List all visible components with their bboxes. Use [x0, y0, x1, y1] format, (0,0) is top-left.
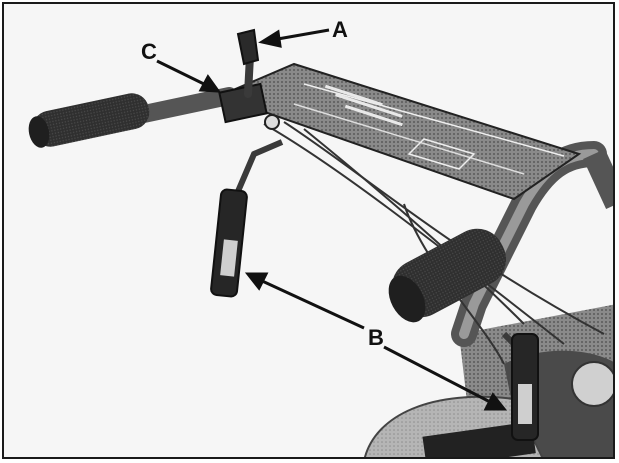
callout-label-c: C: [141, 39, 157, 64]
left-control-handle: [210, 139, 284, 298]
right-handle-grip: [388, 228, 507, 323]
control-panel: [216, 62, 582, 201]
figure-frame: A B C: [2, 2, 615, 459]
callout-arrows: [156, 28, 508, 411]
callout-label-a: A: [332, 17, 348, 42]
callout-label-b: B: [368, 325, 384, 350]
snowblower-handle-illustration: [28, 28, 613, 457]
auger-housing: [364, 395, 544, 457]
shift-lever: [236, 28, 260, 98]
right-control-handle: [501, 331, 539, 441]
speed-selector: [218, 82, 280, 130]
left-handle-grip: [28, 87, 238, 148]
